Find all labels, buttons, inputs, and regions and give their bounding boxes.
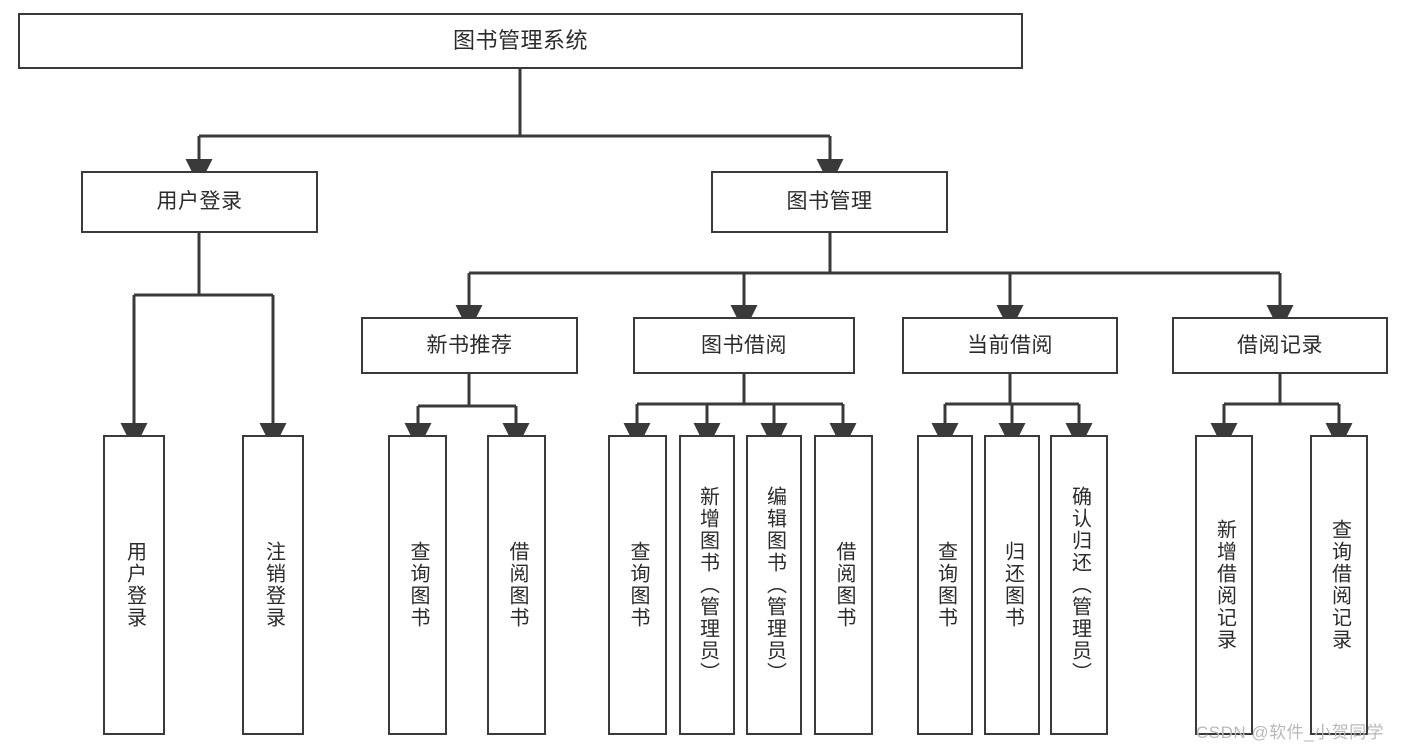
node-leaf-user-login-label: 用户登录 [123,541,146,629]
node-book-manage-label: 图书管理 [786,190,873,214]
node-user-login-label: 用户登录 [156,190,243,214]
node-leaf-user-logout[interactable]: 注销登录 [242,435,304,735]
node-current-borrow-label: 当前借阅 [967,333,1053,357]
node-leaf-confirm-return[interactable]: 确认归还（管理员） [1050,435,1108,735]
node-leaf-query-book-3-label: 查询图书 [934,541,957,629]
node-leaf-user-logout-label: 注销登录 [262,541,285,629]
node-book-borrow-label: 图书借阅 [701,333,787,357]
node-leaf-borrow-book-2[interactable]: 借阅图书 [814,435,873,735]
node-leaf-confirm-return-label: 确认归还（管理员） [1068,486,1091,684]
node-leaf-add-book-label: 新增图书（管理员） [696,486,719,684]
node-leaf-query-record-label: 查询借阅记录 [1328,519,1351,651]
node-leaf-borrow-book-1-label: 借阅图书 [506,541,528,629]
node-user-login[interactable]: 用户登录 [81,171,318,233]
csdn-watermark: CSDN @软件_小贺同学 [1196,723,1385,742]
node-leaf-query-book-2[interactable]: 查询图书 [608,435,667,735]
node-borrow-record[interactable]: 借阅记录 [1172,317,1388,374]
node-leaf-query-book-1-label: 查询图书 [407,541,429,629]
node-new-book-recommend-label: 新书推荐 [426,333,513,357]
node-leaf-user-login[interactable]: 用户登录 [103,435,165,735]
node-leaf-edit-book[interactable]: 编辑图书（管理员） [746,435,802,735]
node-leaf-add-record-label: 新增借阅记录 [1213,519,1236,651]
node-book-manage[interactable]: 图书管理 [711,171,948,233]
node-leaf-add-record[interactable]: 新增借阅记录 [1195,435,1253,735]
node-leaf-edit-book-label: 编辑图书（管理员） [763,486,786,684]
node-root[interactable]: 图书管理系统 [18,13,1023,69]
node-leaf-add-book[interactable]: 新增图书（管理员） [679,435,735,735]
node-book-borrow[interactable]: 图书借阅 [633,317,855,374]
node-leaf-return-book[interactable]: 归还图书 [984,435,1040,735]
node-leaf-return-book-label: 归还图书 [1001,541,1024,629]
node-leaf-borrow-book-2-label: 借阅图书 [833,541,855,629]
node-leaf-query-record[interactable]: 查询借阅记录 [1310,435,1368,735]
node-leaf-borrow-book-1[interactable]: 借阅图书 [487,435,546,735]
node-current-borrow[interactable]: 当前借阅 [902,317,1118,374]
node-leaf-query-book-2-label: 查询图书 [627,541,649,629]
node-root-label: 图书管理系统 [452,27,588,53]
node-leaf-query-book-3[interactable]: 查询图书 [917,435,973,735]
node-borrow-record-label: 借阅记录 [1237,333,1323,357]
node-new-book-recommend[interactable]: 新书推荐 [361,317,578,374]
node-leaf-query-book-1[interactable]: 查询图书 [388,435,447,735]
